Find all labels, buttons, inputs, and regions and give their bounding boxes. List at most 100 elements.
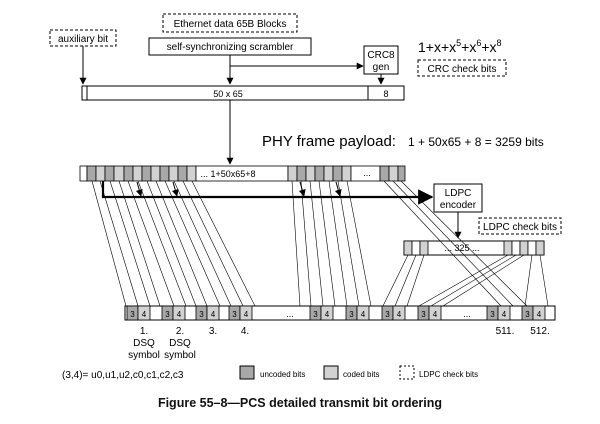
bit-line	[191, 180, 256, 307]
legend-ldpc-swatch	[399, 365, 415, 380]
figure-caption: Figure 55–8—PCS detailed transmit bit or…	[157, 396, 443, 410]
bit-line	[182, 180, 244, 307]
ldpc-bar-cell	[503, 240, 513, 256]
symbol-cell-3-label: 3	[349, 310, 354, 319]
bit-line	[173, 180, 232, 307]
frame-cell	[388, 165, 399, 182]
ldpc-bar-label: ... 325 ...	[444, 243, 479, 253]
ldpc-bit-line	[418, 254, 509, 307]
symbol-cell-4-label: 4	[244, 310, 249, 319]
ldpc-bit-line	[524, 254, 533, 307]
frame-cell	[314, 165, 325, 182]
ldpc-bar-cell	[519, 240, 529, 256]
symbol-cell-4-label: 4	[502, 310, 507, 319]
crc8-gen-line1: CRC8	[367, 50, 395, 61]
bit-line	[346, 180, 372, 307]
symbol-cell-3-label: 3	[313, 310, 318, 319]
symbol-cell-4-label: 4	[211, 310, 216, 319]
scrambler-label: self-synchronizing scrambler	[167, 42, 294, 53]
symbol-511-number: 511.	[496, 326, 515, 337]
bit-line	[392, 180, 514, 307]
symbol-cell-3-label: 3	[130, 310, 135, 319]
payload-bar-8: 8	[383, 89, 388, 99]
bit-line	[137, 180, 187, 307]
symbol-cell-4	[172, 305, 186, 321]
symbol-3-number: 3.	[209, 326, 217, 337]
symbol-cell-4	[206, 305, 220, 321]
frame-cell	[150, 165, 161, 182]
symbol-cell-4	[137, 305, 151, 321]
symbol-2-symbol: symbol	[164, 350, 196, 361]
frame-cell	[305, 165, 316, 182]
frame-cell	[186, 165, 197, 182]
symbol-cell-4	[239, 305, 253, 321]
mapping-note: (3,4)= u0,u1,u2,c0,c1,c2,c3	[62, 370, 184, 381]
frame-cell	[79, 165, 88, 182]
legend-coded-swatch	[323, 365, 339, 380]
symbol-cell-3-label: 3	[385, 310, 390, 319]
frame-cell	[177, 165, 188, 182]
symbol-cell-4-label: 4	[325, 310, 330, 319]
symbol-2-dsq: DSQ	[169, 338, 191, 349]
bit-line	[109, 180, 151, 307]
bit-line	[91, 180, 127, 307]
ldpc-check-bits-box	[478, 217, 562, 235]
legend-ldpc-label: LDPC check bits	[419, 370, 478, 379]
crc-check-bits-box	[417, 59, 507, 77]
coded-bit-arrow	[135, 181, 143, 197]
bit-line	[318, 180, 336, 307]
frame-cell	[104, 165, 115, 182]
ldpc-bit-line	[382, 254, 409, 307]
frame-cell	[95, 165, 106, 182]
ldpc-check-bits-label: LDPC check bits	[483, 222, 557, 233]
symbol-2-number: 2.	[176, 326, 184, 337]
frame-cell	[159, 165, 170, 182]
symbol-cell-4	[428, 305, 442, 321]
bit-mapping-lines	[91, 180, 549, 307]
crc-polynomial: 1+x+x5+x6+x8	[418, 38, 502, 55]
frame-cell	[341, 165, 352, 182]
frame-cell	[113, 165, 125, 182]
crc-check-bits-label: CRC check bits	[428, 64, 497, 75]
frame-cell	[397, 165, 406, 182]
symbol-1-symbol: symbol	[128, 350, 160, 361]
ldpc-bit-line	[539, 254, 549, 307]
symbol-512-number: 512.	[530, 326, 549, 337]
symbol-cell-4	[356, 305, 370, 321]
symbol-cell-4	[392, 305, 406, 321]
symbol-cell-4-label: 4	[433, 310, 438, 319]
ldpc-encoder-line2: encoder	[440, 200, 477, 211]
legend-uncoded-label: uncoded bits	[260, 370, 305, 379]
frame-cell	[287, 165, 298, 182]
symbol-cell-3-label: 3	[490, 310, 495, 319]
symbol-bar-dots-left: ...	[286, 309, 294, 319]
ldpc-bar-cell	[535, 240, 545, 256]
payload-title: PHY frame payload:	[262, 133, 396, 150]
frame-cell	[86, 165, 97, 182]
symbol-cell-4-label: 4	[397, 310, 402, 319]
ldpc-bit-line	[406, 254, 425, 307]
ldpc-bar-cell	[403, 240, 413, 256]
ldpc-bit-line	[394, 254, 417, 307]
symbol-1-number: 1.	[140, 326, 148, 337]
bit-line	[291, 180, 301, 307]
symbol-cell-4	[320, 305, 334, 321]
frame-dots: ...	[363, 168, 371, 178]
frame-bar	[79, 165, 406, 182]
symbol-cell-4-label: 4	[537, 310, 542, 319]
bit-line	[383, 180, 502, 307]
bit-line	[164, 180, 221, 307]
symbol-cell-4-label: 4	[361, 310, 366, 319]
coded-bit-arrow	[334, 181, 342, 197]
symbol-1-dsq: DSQ	[133, 338, 155, 349]
symbol-bar-dots-right: ...	[463, 309, 471, 319]
bit-line	[400, 180, 528, 307]
frame-cell	[379, 165, 390, 182]
ldpc-bit-line	[430, 254, 517, 307]
ldpc-bar-cell	[419, 240, 429, 256]
frame-cell	[132, 165, 143, 182]
symbol-cell-3-label: 3	[199, 310, 204, 319]
coded-bit-arrow	[298, 181, 306, 197]
